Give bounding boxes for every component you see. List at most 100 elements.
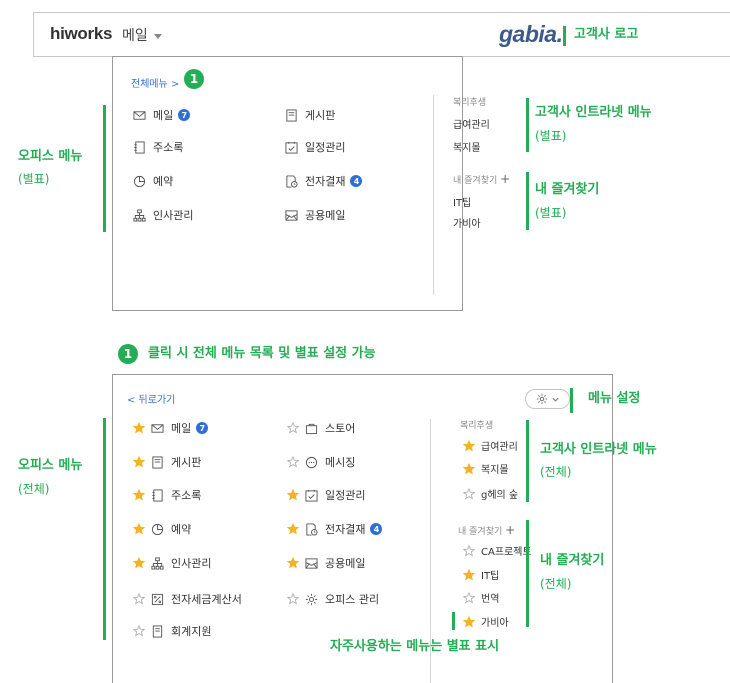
intranet-item[interactable]: 복지몰 bbox=[463, 461, 509, 476]
star-filled-icon[interactable] bbox=[133, 557, 145, 569]
star-outline-icon[interactable] bbox=[463, 591, 475, 604]
menu-item-board[interactable]: 게시판 bbox=[285, 107, 335, 123]
app-select-dropdown[interactable]: 메일 bbox=[122, 25, 162, 45]
favorite-item[interactable]: IT팁 bbox=[463, 567, 499, 582]
intranet-item[interactable]: g헤의 숲 bbox=[463, 486, 518, 501]
calendar-check-icon bbox=[285, 141, 298, 154]
document-clock-icon bbox=[305, 522, 318, 536]
full-menu-item-label: 회계지원 bbox=[171, 625, 212, 638]
add-favorite-icon[interactable]: + bbox=[500, 172, 511, 186]
add-favorite-icon[interactable]: + bbox=[505, 523, 516, 537]
percent-doc-icon bbox=[151, 593, 164, 606]
star-filled-icon[interactable] bbox=[287, 489, 299, 501]
full-menu-item-label: 주소록 bbox=[171, 489, 202, 502]
full-menu-item-label: 오피스 관리 bbox=[325, 593, 380, 606]
star-filled-icon[interactable] bbox=[463, 462, 475, 475]
chevron-down-icon bbox=[551, 397, 559, 402]
menu-item-schedule[interactable]: 일정관리 bbox=[285, 139, 345, 155]
star-filled-icon[interactable] bbox=[133, 489, 145, 501]
shared-mail-icon bbox=[305, 557, 318, 570]
menu-item-shared-mail[interactable]: 공용메일 bbox=[285, 207, 345, 223]
star-outline-icon[interactable] bbox=[463, 544, 475, 557]
full-menu-item[interactable]: 주소록 bbox=[133, 487, 201, 503]
favorite-item-gabia[interactable]: 가비아 bbox=[453, 219, 481, 230]
menu-item-reservation[interactable]: 예약 bbox=[133, 173, 173, 189]
star-filled-icon[interactable] bbox=[463, 568, 475, 581]
intranet-full-annotation: 고객사 인트라넷 메뉴 bbox=[540, 442, 657, 457]
full-menu-item[interactable]: 스토어 bbox=[287, 420, 355, 436]
intranet-section-label: 복리후생 bbox=[460, 421, 494, 431]
favorites-section-label: 내 즐겨찾기 + bbox=[458, 523, 516, 537]
full-menu-item[interactable]: 전자세금계산서 bbox=[133, 591, 242, 607]
full-menu-item[interactable]: 메시징 bbox=[287, 454, 355, 470]
caret-down-icon bbox=[153, 33, 162, 39]
hiworks-logo[interactable]: hiworks bbox=[50, 24, 113, 43]
star-filled-icon[interactable] bbox=[287, 557, 299, 569]
star-filled-icon[interactable] bbox=[463, 439, 475, 452]
step-badge: 1 bbox=[118, 344, 138, 364]
all-menu-link[interactable]: 전체메뉴 > bbox=[131, 79, 180, 90]
annotation-bar bbox=[563, 26, 566, 46]
favorite-item[interactable]: CA프로젝트 bbox=[463, 543, 532, 558]
annotation-bar bbox=[103, 105, 106, 232]
org-chart-icon bbox=[133, 208, 146, 222]
document-clock-icon bbox=[285, 174, 298, 188]
step-caption: 1 클릭 시 전체 메뉴 목록 및 별표 설정 가능 bbox=[118, 344, 376, 364]
star-filled-icon[interactable] bbox=[133, 456, 145, 468]
partner-logo-annotation: 고객사 로고 bbox=[574, 27, 639, 42]
star-filled-icon[interactable] bbox=[287, 523, 299, 535]
intranet-item[interactable]: 급여관리 bbox=[463, 438, 518, 453]
mail-icon bbox=[133, 109, 146, 122]
favorite-item[interactable]: 가비아 bbox=[463, 614, 509, 629]
favorites-section-label: 내 즐겨찾기 + bbox=[453, 172, 511, 186]
full-menu-item-label: 공용메일 bbox=[325, 557, 366, 570]
full-menu-item[interactable]: 오피스 관리 bbox=[287, 591, 379, 607]
intranet-item-welfare-mall[interactable]: 복지몰 bbox=[453, 143, 481, 154]
office-menu-annotation-sub: (별표) bbox=[18, 172, 50, 186]
menu-item-address-book[interactable]: 주소록 bbox=[133, 139, 183, 155]
store-icon bbox=[305, 422, 318, 435]
full-menu-item-label: 메시징 bbox=[325, 456, 356, 469]
favorites-full-annotation: 내 즐겨찾기 bbox=[540, 553, 605, 568]
chat-bubble-icon bbox=[305, 456, 318, 469]
full-menu-item[interactable]: 예약 bbox=[133, 521, 191, 537]
full-menu-item[interactable]: 게시판 bbox=[133, 454, 201, 470]
star-outline-icon[interactable] bbox=[133, 625, 145, 637]
star-outline-icon[interactable] bbox=[133, 593, 145, 605]
annotation-bar bbox=[570, 388, 573, 413]
org-chart-icon bbox=[151, 556, 164, 570]
star-filled-icon[interactable] bbox=[133, 523, 145, 535]
intranet-item-payroll[interactable]: 급여관리 bbox=[453, 120, 490, 131]
star-outline-icon[interactable] bbox=[287, 456, 299, 468]
ledger-icon bbox=[151, 624, 164, 638]
menu-item-approval[interactable]: 전자결재 4 bbox=[285, 173, 363, 189]
star-filled-icon[interactable] bbox=[133, 422, 145, 434]
full-menu-item[interactable]: 인사관리 bbox=[133, 555, 211, 571]
count-badge: 7 bbox=[196, 422, 209, 434]
star-filled-icon[interactable] bbox=[463, 615, 475, 628]
full-menu-item-label: 전자세금계산서 bbox=[171, 593, 242, 606]
menu-settings-button[interactable] bbox=[525, 389, 570, 409]
star-outline-icon[interactable] bbox=[287, 422, 299, 434]
favorite-item[interactable]: 번역 bbox=[463, 590, 499, 605]
star-outline-icon[interactable] bbox=[463, 487, 475, 500]
favorites-annotation: 내 즐겨찾기 bbox=[535, 182, 600, 197]
menu-item-hr[interactable]: 인사관리 bbox=[133, 207, 193, 223]
intranet-section-label: 복리후생 bbox=[453, 98, 487, 108]
full-menu-item[interactable]: 일정관리 bbox=[287, 487, 365, 503]
frequent-menu-caption: 자주사용하는 메뉴는 별표 표시 bbox=[330, 639, 500, 654]
full-menu-item[interactable]: 공용메일 bbox=[287, 555, 365, 571]
full-menu-item-label: 전자결재 bbox=[325, 523, 366, 536]
back-link[interactable]: < 뒤로가기 bbox=[127, 395, 176, 406]
favorite-item-it-tip[interactable]: IT팁 bbox=[453, 198, 472, 209]
menu-settings-annotation: 메뉴 설정 bbox=[588, 391, 641, 406]
full-menu-item[interactable]: 회계지원 bbox=[133, 623, 211, 639]
step-badge: 1 bbox=[184, 69, 204, 89]
annotation-bar bbox=[103, 418, 106, 640]
board-icon bbox=[285, 108, 298, 122]
menu-item-mail[interactable]: 메일 7 bbox=[133, 107, 191, 123]
address-book-icon bbox=[133, 140, 146, 154]
star-outline-icon[interactable] bbox=[287, 593, 299, 605]
